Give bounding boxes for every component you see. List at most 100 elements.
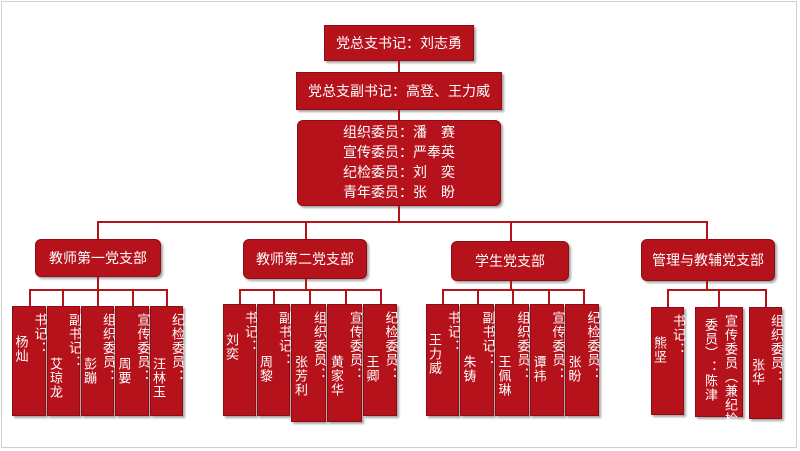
deputy-secretary-box: 党总支副书记：高登、王力威 (296, 72, 502, 110)
member-box: 纪检委员： 王卿 (363, 304, 398, 416)
connector (380, 289, 382, 304)
connector (718, 289, 720, 307)
member-person: 朱铸 (460, 355, 476, 383)
member-role: 纪检委员： (584, 311, 600, 381)
connector (398, 110, 400, 120)
member-box: 宣传委员： 谭祎 (530, 304, 565, 416)
member-person: 谭祎 (530, 355, 546, 383)
connector (29, 289, 31, 306)
member-role: 组织委员： (100, 313, 115, 383)
connector (166, 289, 168, 306)
member-role: 书记： (445, 311, 460, 353)
connector (273, 289, 275, 304)
member-role: 宣传委员： (347, 311, 362, 381)
member-role: 副书记： (479, 311, 495, 367)
branch-name: 管理与教辅党支部 (652, 253, 764, 269)
deputy-secretary-label: 党总支副书记：高登、王力威 (308, 84, 490, 100)
connector (667, 289, 669, 307)
branch-name: 教师第二党支部 (256, 252, 354, 268)
connector (97, 221, 99, 239)
committee-organization: 组织委员：潘 赛 (343, 125, 455, 141)
connector (510, 281, 512, 289)
connector (442, 289, 444, 304)
branch-name: 学生党支部 (475, 254, 545, 270)
member-person: 周要 (115, 357, 131, 385)
member-box: 副书记： 艾琼龙 (47, 306, 81, 416)
member-role: 书记： (670, 314, 685, 356)
connector (62, 289, 64, 306)
member-person: 黄家华 (328, 355, 343, 397)
connector (706, 281, 708, 289)
connector (305, 221, 307, 239)
branch-box-teacher-2: 教师第二党支部 (243, 239, 367, 279)
member-box: 书记： 熊坚 (651, 307, 685, 415)
branch-name: 教师第一党支部 (49, 251, 147, 267)
committee-youth: 青年委员：张 盼 (343, 185, 455, 201)
member-role: 宣传委员： (549, 311, 565, 381)
general-secretary-label: 党总支书记：刘志勇 (336, 36, 462, 52)
member-person: 王佩琳 (495, 355, 511, 397)
connector (398, 206, 400, 221)
connector (132, 289, 134, 306)
member-person: 王卿 (363, 355, 379, 383)
member-role: 副书记： (66, 313, 81, 369)
connector (345, 289, 347, 304)
member-role: 副书记： (276, 311, 291, 367)
member-person: 委员）：陈津 (702, 318, 717, 402)
member-box: 副书记： 周黎 (257, 304, 291, 416)
member-person: 刘奕 (223, 333, 238, 361)
member-person: 王力威 (426, 333, 441, 375)
connector (97, 277, 99, 289)
member-person: 彭蹦 (81, 357, 96, 385)
member-person: 张芳利 (292, 355, 307, 397)
branch-box-admin: 管理与教辅党支部 (641, 239, 775, 281)
member-role: 组织委员： (514, 311, 530, 381)
member-role: 组织委员： (768, 314, 783, 384)
connector (239, 289, 241, 304)
member-box: 副书记： 朱铸 (460, 304, 495, 416)
member-box: 书记： 杨灿 (12, 306, 47, 416)
connector (305, 279, 307, 289)
member-role: 宣传委员（兼纪检 (722, 314, 737, 426)
connector (309, 289, 311, 304)
general-secretary-box: 党总支书记：刘志勇 (324, 25, 474, 61)
connector (398, 61, 400, 72)
member-person: 汪林玉 (150, 357, 165, 399)
member-person: 张华 (749, 358, 764, 386)
member-role: 组织委员： (311, 311, 326, 381)
member-role: 纪检委员： (169, 313, 184, 383)
committee-box: 组织委员：潘 赛 宣传委员：严奉英 纪检委员：刘 奕 青年委员：张 盼 (297, 120, 501, 206)
connector (510, 221, 512, 241)
branch-box-student: 学生党支部 (451, 241, 569, 281)
member-box: 书记： 刘奕 (223, 304, 257, 416)
connector (706, 221, 708, 239)
member-box: 宣传委员： 周要 (115, 306, 150, 416)
member-box: 宣传委员： 黄家华 (327, 304, 362, 422)
member-box: 组织委员： 张华 (749, 307, 783, 419)
connector (97, 289, 99, 306)
member-box: 纪检委员： 张盼 (565, 304, 600, 416)
member-box: 宣传委员（兼纪检 委员）：陈津 (695, 307, 743, 426)
committee-list: 组织委员：潘 赛 宣传委员：严奉英 纪检委员：刘 奕 青年委员：张 盼 (343, 123, 455, 203)
connector (512, 289, 514, 304)
connector (667, 289, 765, 291)
member-person: 熊坚 (651, 336, 666, 364)
member-box: 书记： 王力威 (426, 304, 460, 416)
member-box: 组织委员： 张芳利 (291, 304, 326, 422)
member-role: 书记： (31, 313, 47, 355)
branch-box-teacher-1: 教师第一党支部 (35, 239, 161, 277)
member-person: 周黎 (257, 355, 272, 383)
connector (97, 221, 706, 223)
member-box: 纪检委员： 汪林玉 (150, 306, 184, 416)
member-box: 组织委员： 王佩琳 (495, 304, 530, 416)
member-person: 艾琼龙 (47, 357, 62, 399)
member-role: 书记： (242, 311, 257, 353)
committee-discipline: 纪检委员：刘 奕 (343, 165, 455, 181)
member-role: 纪检委员： (382, 311, 398, 381)
connector (477, 289, 479, 304)
connector (583, 289, 585, 304)
connector (765, 289, 767, 307)
connector (548, 289, 550, 304)
committee-publicity: 宣传委员：严奉英 (343, 145, 455, 161)
